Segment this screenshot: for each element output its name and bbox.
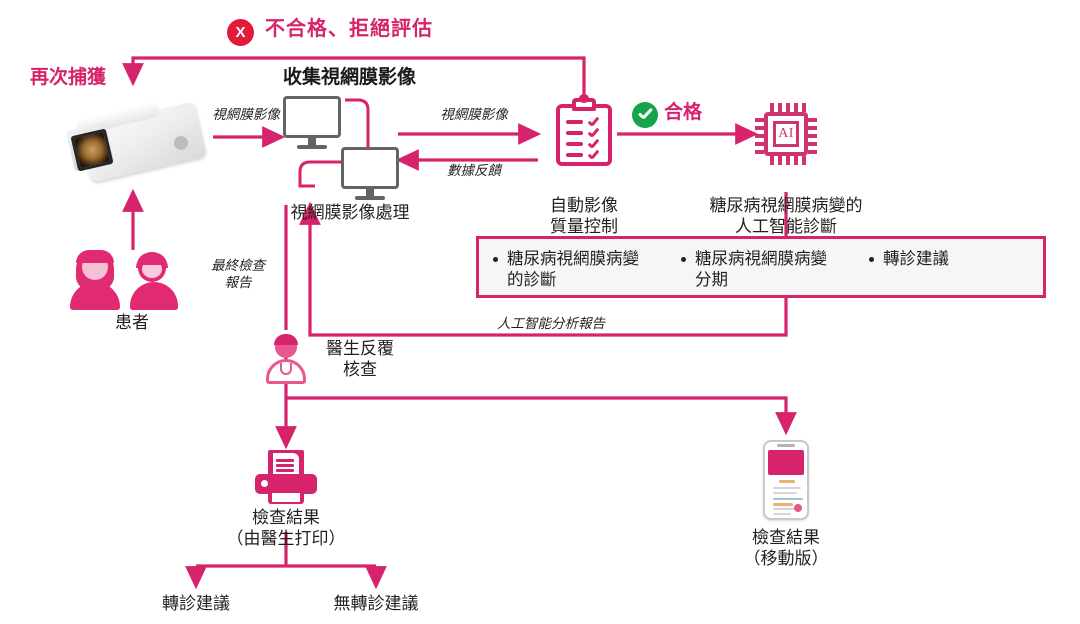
edge-label-ai-report: 人工智能分析報告 — [497, 316, 605, 331]
ai-output-item-1: 糖尿病視網膜病變 的診斷 — [479, 239, 667, 295]
outcome-no-referral: 無轉診建議 — [333, 594, 419, 613]
fundus-camera-icon — [62, 96, 217, 188]
bullet-dot-icon — [869, 257, 874, 262]
monitor-bottom-icon — [341, 147, 399, 200]
printed-result-caption: 檢查結果 （由醫生打印） — [226, 508, 346, 548]
patients-caption: 患者 — [115, 313, 149, 332]
ai-chip-icon: AI — [755, 103, 817, 165]
ai-outputs-box: 糖尿病視網膜病變 的診斷 糖尿病視網膜病變 分期 轉診建議 — [476, 236, 1046, 298]
ai-chip-text: AI — [778, 126, 794, 141]
reject-label: 不合格、拒絕評估 — [265, 18, 433, 40]
pass-check-icon — [632, 102, 658, 128]
edge-label-data-feedback: 數據反饋 — [447, 163, 501, 178]
collect-retinal-title: 收集視網膜影像 — [283, 67, 417, 88]
ai-output-item-3: 轉診建議 — [855, 239, 1043, 295]
ai-output-item-2: 糖尿病視網膜病變 分期 — [667, 239, 855, 295]
pass-label: 合格 — [664, 102, 703, 123]
recapture-label: 再次捕獲 — [30, 67, 107, 88]
clipboard-checklist-icon — [556, 94, 612, 166]
outcome-referral: 轉診建議 — [162, 594, 230, 613]
smartphone-icon — [763, 440, 809, 520]
doctor-caption: 醫生反覆 核查 — [326, 339, 394, 379]
edge-label-final-report: 最終檢查 報告 — [211, 258, 265, 290]
patients-icon — [62, 250, 202, 310]
edge-label-retinal-image-2: 視網膜影像 — [440, 107, 508, 122]
edge-label-retinal-image-1: 視網膜影像 — [212, 107, 280, 122]
doctor-icon — [264, 334, 308, 384]
monitor-top-icon — [283, 96, 341, 149]
bullet-dot-icon — [681, 257, 686, 262]
qc-caption: 自動影像 質量控制 — [550, 196, 618, 236]
edge-doctor-to-phone — [286, 396, 797, 436]
retinal-processing-caption: 視網膜影像處理 — [290, 203, 410, 222]
ai-diagnosis-caption: 糖尿病視網膜病變的 人工智能診斷 — [709, 196, 863, 236]
bullet-dot-icon — [493, 257, 498, 262]
reject-x-icon: X — [227, 19, 254, 46]
printer-icon — [255, 450, 317, 504]
mobile-result-caption: 檢查結果 （移動版） — [743, 528, 829, 568]
